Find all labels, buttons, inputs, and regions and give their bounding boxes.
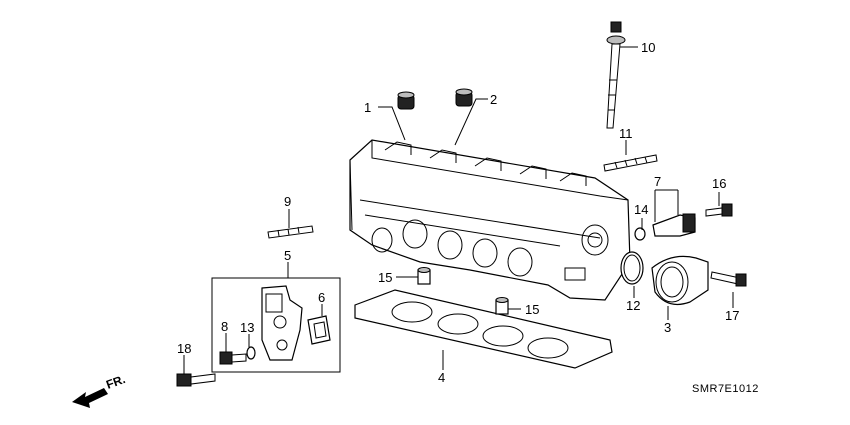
bolt-17 [710, 271, 747, 287]
water-outlet-3 [651, 255, 709, 305]
callout-11: 11 [619, 126, 633, 141]
callout-7: 7 [654, 174, 661, 189]
callout-9: 9 [284, 194, 291, 209]
callout-8: 8 [221, 319, 228, 334]
bolt-16 [705, 203, 733, 217]
bolt-8 [219, 351, 247, 365]
valve-stem-seal-2 [455, 88, 473, 107]
callout-10: 10 [641, 40, 655, 55]
stud-bolt-9 [267, 225, 314, 239]
callout-2: 2 [490, 92, 497, 107]
callout-16: 16 [712, 176, 726, 191]
callout-3: 3 [664, 320, 671, 335]
callout-4: 4 [438, 370, 445, 385]
dowel-pin-15b [495, 297, 509, 315]
head-bolt-10 [606, 21, 626, 129]
cylinder-head [349, 139, 631, 301]
callout-6: 6 [318, 290, 325, 305]
callout-17: 17 [725, 308, 739, 323]
front-direction-label: FR. [104, 372, 127, 392]
cylinder-head-gasket [354, 289, 613, 369]
callout-1: 1 [364, 100, 371, 115]
spool-valve-assembly [261, 285, 303, 361]
washer-13 [246, 346, 256, 360]
callout-12: 12 [626, 298, 640, 313]
callout-18: 18 [177, 341, 191, 356]
callout-13: 13 [240, 320, 254, 335]
front-direction-arrow: FR. [72, 372, 127, 408]
bolt-18 [176, 373, 216, 387]
callout-5: 5 [284, 248, 291, 263]
stud-bolt-11 [603, 154, 658, 172]
valve-stem-seal-1 [397, 91, 415, 110]
group-box-5 [211, 277, 341, 373]
o-ring-12 [620, 251, 644, 285]
callout-14: 14 [634, 202, 648, 217]
leader-lines [183, 46, 734, 374]
callout-15a: 15 [378, 270, 392, 285]
washer-14 [634, 227, 646, 241]
drawing-code: SMR7E1012 [692, 383, 759, 395]
callout-15b: 15 [525, 302, 539, 317]
gasket-6 [307, 315, 331, 345]
dowel-pin-15a [417, 267, 431, 285]
sensor-7 [652, 213, 696, 237]
